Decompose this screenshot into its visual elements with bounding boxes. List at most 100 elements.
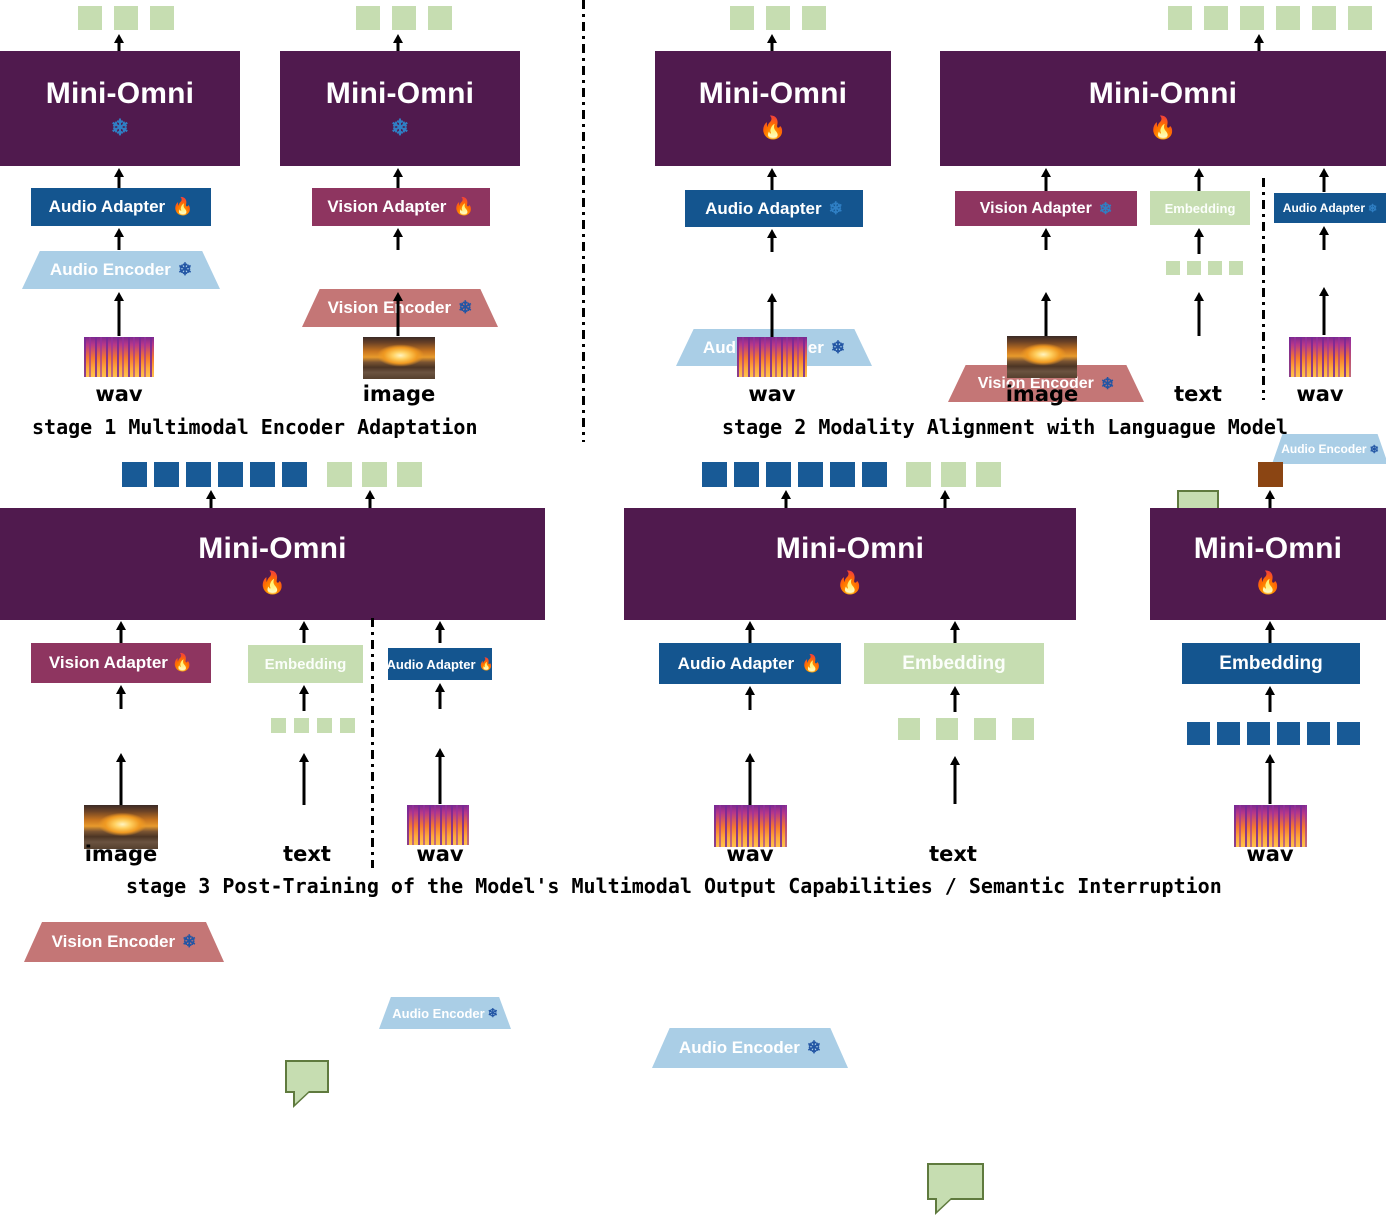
audio-token [830,462,855,487]
audio-adapter-s1[interactable]: Audio Adapter 🔥 [31,188,211,226]
arrow-up [1193,292,1205,336]
model-box-s3-left[interactable]: Mini-Omni 🔥 [0,508,545,620]
snowflake-icon: ❄ [828,198,843,218]
block-label: Audio Adapter [705,198,822,218]
model-box-s2-multimodal[interactable]: Mini-Omni 🔥 [940,51,1386,166]
input-label-wav: wav [416,842,464,866]
snowflake-icon: ❄ [1100,375,1115,393]
text-token [114,6,138,30]
block-label: Embedding [1164,200,1236,216]
audio-encoder-s2-small[interactable]: Audio Encoder ❄ [1272,434,1386,464]
input-label-text: text [1174,382,1222,406]
audio-adapter-s2[interactable]: Audio Adapter ❄ [685,190,863,227]
block-label: Audio Encoder [1281,442,1367,456]
fire-icon: 🔥 [836,570,864,595]
audio-encoder-s1[interactable]: Audio Encoder ❄ [22,251,220,289]
arrow-up [1193,168,1205,192]
model-box-s2-audio[interactable]: Mini-Omni 🔥 [655,51,891,166]
text-token [898,718,920,740]
audio-adapter-s3-small[interactable]: Audio Adapter 🔥 [386,648,494,680]
text-token [1208,261,1222,275]
audio-token [702,462,727,487]
snowflake-icon: ❄ [390,114,410,140]
fire-icon: 🔥 [258,570,287,595]
text-token [317,718,332,733]
text-token [1348,6,1372,30]
text-token [392,6,416,30]
text-bubble-s3-left [285,1060,329,1108]
audio-token [1307,722,1330,745]
fire-icon: 🔥 [1254,570,1282,595]
arrow-up [392,292,404,336]
embedding-s3-mid[interactable]: Embedding [864,643,1044,684]
text-token [974,718,996,740]
arrow-up [1264,621,1276,643]
block-label: Audio Adapter [677,653,795,673]
stage-2-caption: stage 2 Modality Alignment with Languagu… [722,415,1288,439]
model-box-s1-audio[interactable]: Mini-Omni ❄ [0,51,240,166]
arrow-up [1264,686,1276,712]
vision-adapter-s1[interactable]: Vision Adapter 🔥 [312,188,490,226]
image-thumbnail-s2 [1007,336,1077,378]
token-row-s3-left-text-input [271,718,355,733]
input-label-wav: wav [748,382,796,406]
text-token [941,462,966,487]
snowflake-icon: ❄ [177,260,193,279]
text-token [1240,6,1264,30]
audio-token [186,462,211,487]
embedding-s3-left[interactable]: Embedding [248,645,363,683]
model-box-s1-vision[interactable]: Mini-Omni ❄ [280,51,520,166]
text-token [936,718,958,740]
text-token [730,6,754,30]
arrow-up [1040,292,1052,336]
arrow-up [1193,228,1205,254]
audio-encoder-s3-mid[interactable]: Audio Encoder ❄ [652,1028,848,1068]
vision-encoder-s3[interactable]: Vision Encoder ❄ [24,922,224,962]
arrow-up [392,228,404,250]
block-label: Vision Encoder [977,374,1094,392]
model-box-s3-right[interactable]: Mini-Omni 🔥 [1150,508,1386,620]
audio-token [250,462,275,487]
text-token [1276,6,1300,30]
text-token [766,6,790,30]
arrow-up [744,686,756,710]
arrow-up [298,685,310,711]
arrow-up [949,686,961,712]
audio-encoder-s3-small[interactable]: Audio Encoder ❄ [379,997,511,1029]
text-token [1166,261,1180,275]
audio-adapter-s3-mid[interactable]: Audio Adapter 🔥 [659,643,841,684]
audio-token [1217,722,1240,745]
token-row-s2-multimodal-output [1168,6,1372,30]
vision-adapter-s2[interactable]: Vision Adapter ❄ [955,191,1137,226]
input-label-text: text [283,842,331,866]
text-token [294,718,309,733]
block-label: Audio Encoder [678,1038,800,1057]
embedding-s3-right[interactable]: Embedding [1182,643,1360,684]
block-label: Vision Adapter [979,199,1092,217]
wav-thumbnail-s2b [1289,337,1351,377]
arrow-up [744,753,756,805]
token-row-s3-left-text-output [327,462,422,487]
text-token [150,6,174,30]
text-token [78,6,102,30]
arrow-up [939,490,951,510]
embedding-s2[interactable]: Embedding [1150,191,1250,225]
token-row-s3-right-audio-input [1187,722,1360,745]
model-title: Mini-Omni [1088,76,1238,110]
audio-adapter-s2-small[interactable]: Audio Adapter ❄ [1274,193,1386,223]
audio-token [1277,722,1300,745]
model-box-s3-middle[interactable]: Mini-Omni 🔥 [624,508,1076,620]
audio-token [218,462,243,487]
audio-token [798,462,823,487]
token-row-s3-left-audio-output [122,462,307,487]
model-title: Mini-Omni [45,76,195,110]
audio-token [862,462,887,487]
vision-adapter-s3[interactable]: Vision Adapter 🔥 [31,643,211,683]
fire-icon: 🔥 [453,197,475,216]
token-row-s3-mid-text-input [898,718,1034,740]
snowflake-icon: ❄ [458,298,473,317]
input-label-text: text [929,842,977,866]
text-token [362,462,387,487]
arrow-up [392,34,404,52]
input-label-image: image [1005,382,1079,406]
